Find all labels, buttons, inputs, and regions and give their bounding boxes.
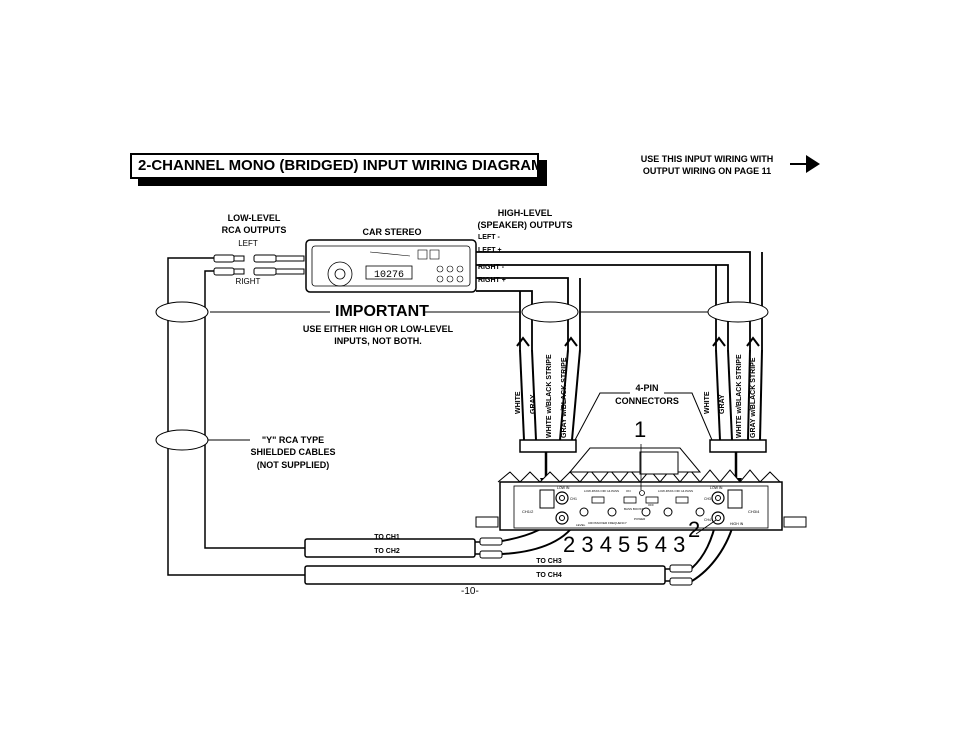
high-level-title-2: (SPEAKER) OUTPUTS [477,220,573,230]
amp-label-level: LEVEL [576,523,586,527]
amp-label-low-in-left: LOW IN [557,486,570,490]
speaker-wires [476,251,763,350]
low-level-title-2: RCA OUTPUTS [221,225,287,235]
amp-label-ch12: CH1/2 [522,509,534,514]
callout-1: 1 [634,417,647,442]
important-heading: IMPORTANT [335,303,429,320]
callout-line-2 [695,519,717,535]
wire-label-right-white: WHITE [704,391,711,414]
amp-label-crossover-left: LOW-PASS OFF HI-PASS [584,489,619,493]
y-cables-line2: SHIELDED CABLES [250,447,336,457]
output-right-plus: RIGHT + [478,277,506,284]
wire-label-left-white-stripe: WHITE w/BLACK STRIPE [546,354,553,438]
amp-label-ch3: CH3 [704,497,711,501]
low-level-title-1: LOW-LEVEL [227,213,281,223]
y-cables-line1: "Y" RCA TYPE [261,435,325,445]
wire-label-right-gray: GRAY [719,394,726,414]
low-level-left: LEFT [238,239,258,248]
amp-label-bass: BASS BOOST [624,507,644,511]
wire-label-right-white-stripe: WHITE w/BLACK STRIPE [736,354,743,438]
header-note-line1: USE THIS INPUT WIRING WITH [640,154,774,164]
page-title: 2-CHANNEL MONO (BRIDGED) INPUT WIRING DI… [138,157,544,174]
y-cables-line3: (NOT SUPPLIED) [256,460,330,470]
amp-label-crossover-freq: CROSSOVER FREQUENCY [588,521,627,525]
page-number: -10- [461,586,479,597]
amp-label-high-in: HIGH IN [730,522,744,526]
rca-cables-left [167,257,305,576]
amp-label-crossover-right: LOW-PASS OFF HI-PASS [658,489,693,493]
ch1-label: TO CH1 [374,534,400,541]
stereo-rca-plugs [213,254,305,276]
important-line1: USE EITHER HIGH OR LOW-LEVEL [302,324,454,334]
stereo-display-text: 10276 [374,270,404,281]
callout-row: 2 3 4 5 5 4 3 [563,532,686,557]
y-cable-bundles [304,538,680,585]
wire-label-left-gray: GRAY [530,394,537,414]
ch2-label: TO CH2 [374,548,400,555]
ch3-label: TO CH3 [536,558,562,565]
low-level-right: RIGHT [235,277,261,286]
wire-bundle-right [712,336,763,441]
amp-label-off: OFF [648,503,654,507]
wire-label-left-white: WHITE [515,391,522,414]
connector-callout-lines [574,392,713,441]
output-right-minus: RIGHT - [478,264,505,271]
y-cable-marker [155,429,250,451]
output-left-minus: LEFT - [478,234,500,241]
wire-label-left-gray-stripe: GRAY w/BLACK STRIPE [561,357,568,438]
callout-2: 2 [688,517,701,542]
high-level-title-1: HIGH-LEVEL [497,208,553,218]
ch4-label: TO CH4 [536,572,562,579]
amp-label-ch4: CH4 [704,518,711,522]
amp-label-on: ON [626,489,631,493]
amp-label-ch34: CH3/4 [748,509,760,514]
connectors-label-1: 4-PIN [635,383,659,393]
connectors-label-2: CONNECTORS [615,396,679,406]
ch-rca-plugs [479,537,693,586]
important-line2: INPUTS, NOT BOTH. [334,336,422,346]
car-stereo-unit: 10276 [305,239,477,293]
car-stereo-label: CAR STEREO [362,227,422,237]
wire-label-right-gray-stripe: GRAY w/BLACK STRIPE [750,357,757,438]
amp-label-power: POWER [634,517,646,521]
arrow-right-icon [790,155,820,173]
amp-label-low-in-right: LOW IN [710,486,723,490]
important-divider [155,301,769,323]
amplifier [475,447,807,531]
header-note-line2: OUTPUT WIRING ON PAGE 11 [642,166,772,176]
output-left-plus: LEFT + [478,247,502,254]
amp-label-ch1: CH1 [570,497,577,501]
title-box: 2-CHANNEL MONO (BRIDGED) INPUT WIRING DI… [130,153,544,179]
wire-bundle-left [516,336,581,441]
